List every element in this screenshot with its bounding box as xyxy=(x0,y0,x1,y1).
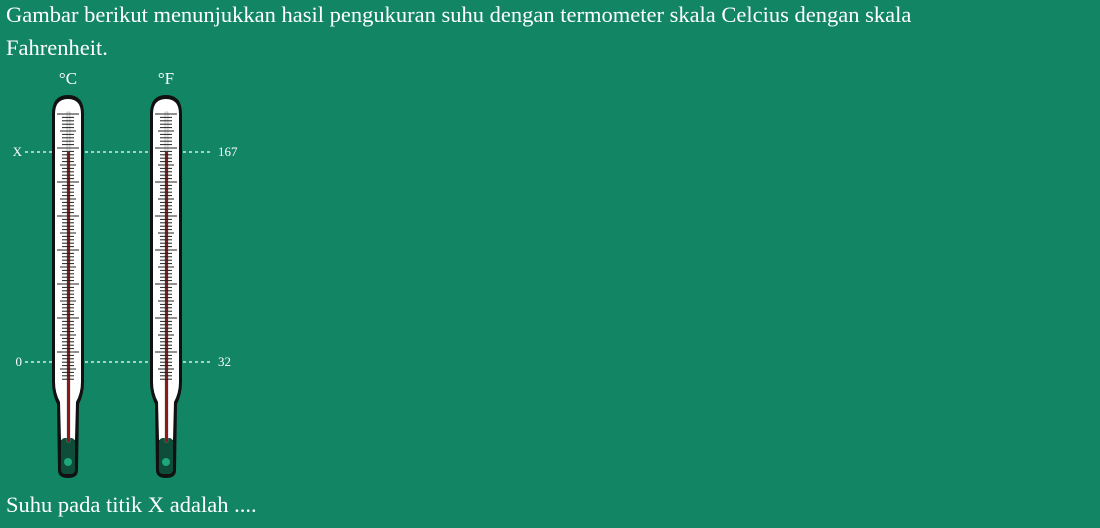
fahrenheit-unit-label: °F xyxy=(158,69,174,88)
celsius-scale-ticks xyxy=(57,113,79,380)
celsius-bulb-highlight xyxy=(64,458,72,466)
answer-prompt: Suhu pada titik X adalah .... xyxy=(6,492,257,517)
fahrenheit-lower-label: 32 xyxy=(218,354,231,369)
fahrenheit-upper-label: 167 xyxy=(218,144,238,159)
fahrenheit-bulb xyxy=(159,438,173,474)
thermometer-figure: °C °F xyxy=(0,60,260,485)
celsius-bulb xyxy=(61,438,75,474)
fahrenheit-thermometer xyxy=(150,95,182,478)
thermometer-diagram: °C °F xyxy=(13,69,238,478)
celsius-unit-label: °C xyxy=(59,69,77,88)
question-text: Gambar berikut menunjukkan hasil penguku… xyxy=(6,2,912,60)
fahrenheit-mercury xyxy=(165,152,168,442)
fahrenheit-scale-ticks xyxy=(155,113,177,380)
fahrenheit-bulb-highlight xyxy=(162,458,170,466)
celsius-thermometer xyxy=(52,95,84,478)
celsius-upper-label: X xyxy=(13,144,23,159)
celsius-mercury xyxy=(67,152,70,442)
celsius-lower-label: 0 xyxy=(16,354,23,369)
